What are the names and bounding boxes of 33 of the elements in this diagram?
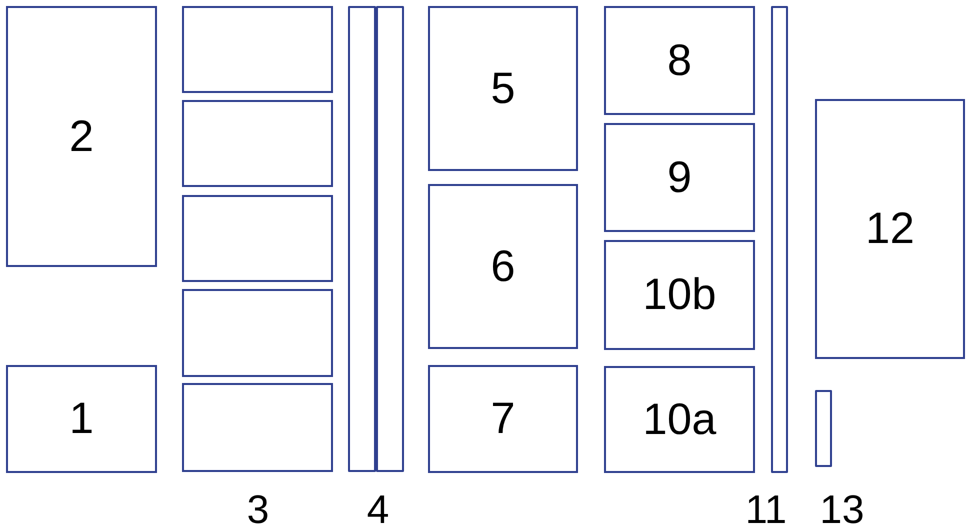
narrow-bar [376, 6, 404, 472]
group-number: 11 [745, 490, 787, 530]
numbered-box [604, 123, 755, 232]
numbered-box [604, 6, 755, 115]
numbered-box [6, 6, 157, 267]
box-number: 7 [490, 397, 516, 441]
empty-box [182, 383, 333, 472]
box-number: 12 [866, 207, 914, 251]
group-number: 13 [820, 490, 864, 530]
narrow-bar [771, 6, 788, 473]
box-number: 8 [667, 38, 692, 82]
group-number: 3 [246, 490, 270, 530]
box-number: 10a [642, 398, 716, 442]
numbered-box [6, 365, 157, 473]
box-number: 2 [69, 114, 94, 158]
box-number: 1 [69, 397, 94, 441]
numbered-box [428, 6, 578, 171]
numbered-box [604, 366, 755, 473]
numbered-box [428, 184, 578, 349]
empty-box [182, 195, 333, 282]
numbered-box [428, 365, 578, 473]
empty-box [182, 100, 333, 187]
narrow-bar [348, 6, 376, 472]
box-number: 9 [667, 156, 692, 200]
box-number: 6 [490, 244, 516, 288]
empty-box [182, 6, 333, 93]
empty-box [182, 289, 333, 377]
numbered-box [815, 99, 965, 359]
narrow-bar [815, 390, 832, 467]
box-number: 10b [642, 273, 716, 317]
group-number: 4 [366, 490, 390, 530]
numbered-box [604, 240, 755, 350]
box-number: 5 [490, 66, 516, 110]
